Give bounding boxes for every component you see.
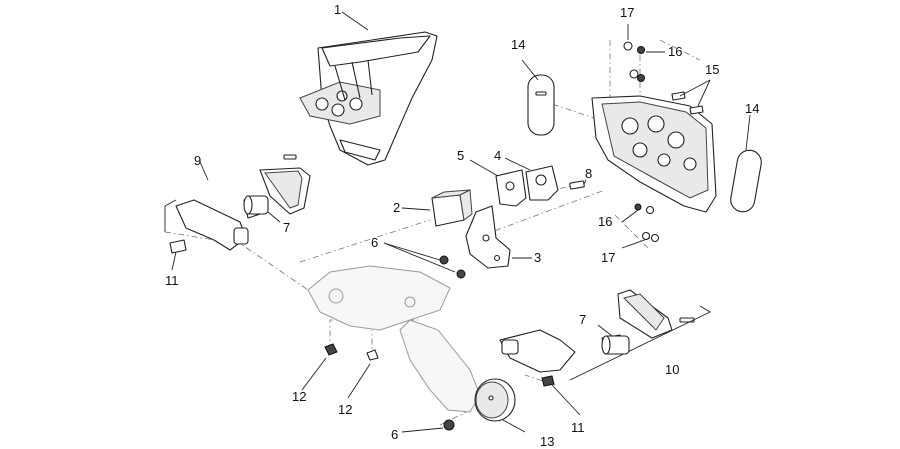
callout-labels: 1 2 3 4 5 6 6 7 7 8 9 10 11 11 12 12 13 … bbox=[165, 2, 759, 449]
callout-16-upper: 16 bbox=[668, 44, 682, 59]
callout-7-left: 7 bbox=[283, 220, 290, 235]
bolt-part-11-left bbox=[169, 239, 187, 254]
bolt-part-8 bbox=[569, 180, 585, 190]
callout-16-lower: 16 bbox=[598, 214, 612, 229]
callout-14-right: 14 bbox=[745, 101, 759, 116]
callout-1: 1 bbox=[334, 2, 341, 17]
lens-part-14-left bbox=[527, 74, 555, 136]
nut-parts-16 bbox=[634, 46, 655, 215]
side-plate-part-4 bbox=[525, 165, 559, 201]
callout-11-left: 11 bbox=[165, 273, 179, 288]
callout-2: 2 bbox=[393, 200, 400, 215]
bulb-part-7-left bbox=[243, 195, 269, 215]
washer-parts-17 bbox=[623, 41, 660, 243]
leader-lines bbox=[171, 11, 751, 433]
callout-6-upper: 6 bbox=[371, 235, 378, 250]
callout-8: 8 bbox=[585, 166, 592, 181]
side-plate-part-5 bbox=[495, 169, 527, 207]
callout-5: 5 bbox=[457, 148, 464, 163]
callout-12-right: 12 bbox=[338, 402, 352, 417]
callout-12-left: 12 bbox=[292, 389, 306, 404]
callout-11-right: 11 bbox=[571, 420, 585, 435]
rubber-block-part bbox=[431, 189, 473, 227]
left-turn-signal-part bbox=[164, 154, 311, 253]
callout-14-left: 14 bbox=[511, 37, 525, 52]
callout-10: 10 bbox=[665, 362, 679, 377]
callout-9: 9 bbox=[194, 153, 201, 168]
screw-parts-15 bbox=[671, 91, 704, 115]
callout-15: 15 bbox=[705, 62, 719, 77]
plate-bracket-part bbox=[465, 205, 511, 269]
bulb-part-7-right bbox=[601, 335, 630, 355]
right-turn-signal-part bbox=[499, 289, 711, 387]
callout-13: 13 bbox=[540, 434, 554, 449]
tail-light-housing-part bbox=[591, 95, 717, 213]
reflector-part bbox=[474, 378, 516, 422]
callout-6-lower: 6 bbox=[391, 427, 398, 442]
lens-part-14-right bbox=[730, 149, 762, 213]
nut-parts-6 bbox=[439, 255, 466, 431]
grommet-parts-12 bbox=[324, 343, 379, 361]
tail-cover-part bbox=[299, 31, 438, 166]
callout-17-lower: 17 bbox=[601, 250, 615, 265]
callout-3: 3 bbox=[534, 250, 541, 265]
callout-4: 4 bbox=[494, 148, 501, 163]
callout-17-upper: 17 bbox=[620, 5, 634, 20]
license-plate-holder-part bbox=[307, 265, 481, 413]
callout-7-right: 7 bbox=[579, 312, 586, 327]
